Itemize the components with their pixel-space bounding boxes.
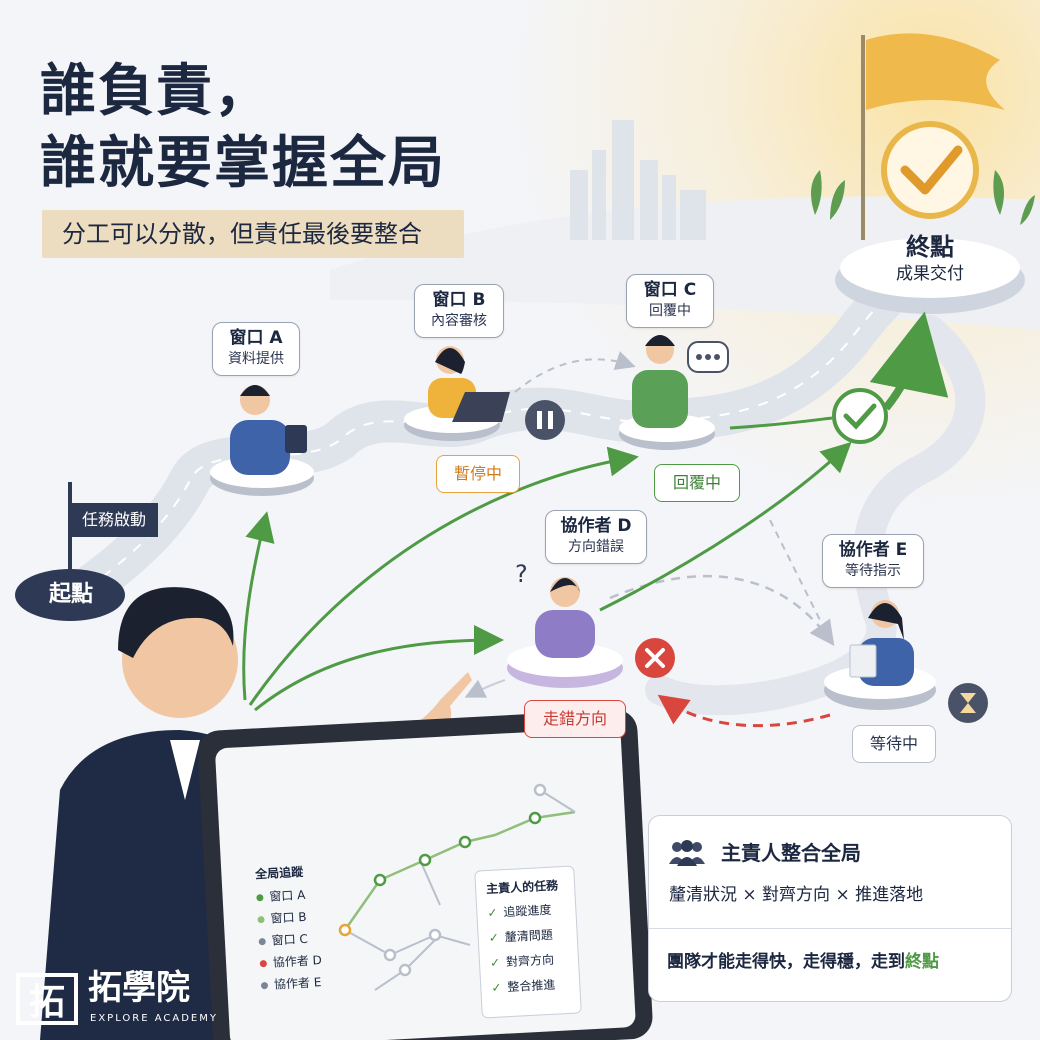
legend-dot <box>258 937 266 946</box>
collaborator-d-role: 方向錯誤 <box>568 539 624 555</box>
check-icon: ✓ <box>489 955 501 971</box>
info-panel-line: 釐清狀況 × 對齊方向 × 推進落地 <box>669 885 924 905</box>
task-label: 釐清問題 <box>504 927 554 945</box>
legend-label: 協作者 E <box>273 975 322 992</box>
bubble-window-b: 窗口 B 內容審核 <box>414 284 504 338</box>
finish-label: 終點 成果交付 <box>860 232 1000 286</box>
window-a-role: 資料提供 <box>228 351 284 367</box>
legend-dot <box>259 959 268 968</box>
plant-icon <box>811 170 1035 225</box>
status-waiting-badge: 等待中 <box>852 725 936 763</box>
collaborator-e-role: 等待指示 <box>845 563 901 579</box>
divider <box>649 928 1011 929</box>
info-panel: 主責人整合全局 釐清狀況 × 對齊方向 × 推進落地 團隊才能走得快，走得穩，走… <box>648 815 1012 1002</box>
task-label: 追蹤進度 <box>503 902 552 920</box>
window-a-name: 窗口 A <box>229 328 283 348</box>
status-paused-badge: 暫停中 <box>436 455 520 493</box>
person-d-icon <box>535 577 595 658</box>
headline-line-1: 誰負責， <box>40 59 272 124</box>
city-skyline <box>570 120 706 240</box>
info-panel-bottom-text: 團隊才能走得快，走得穩，走到 <box>667 952 905 972</box>
legend-dot <box>260 981 269 990</box>
legend-dot <box>257 916 265 924</box>
headline-line-2: 誰就要掌握全局 <box>40 131 446 196</box>
window-b-name: 窗口 B <box>432 290 486 310</box>
tablet-task-card: 主責人的任務 ✓追蹤進度 ✓釐清問題 ✓對齊方向 ✓整合推進 <box>474 865 582 1019</box>
check-icon: ✓ <box>487 905 498 921</box>
legend-label: 窗口 B <box>270 909 307 926</box>
finish-subtitle: 成果交付 <box>896 264 964 284</box>
window-c-role: 回覆中 <box>649 303 691 319</box>
collaborator-e-name: 協作者 E <box>838 540 908 560</box>
people-icon <box>667 838 707 868</box>
window-b-role: 內容審核 <box>431 313 487 329</box>
question-mark-icon: ? <box>515 560 528 588</box>
green-arrows <box>242 311 949 712</box>
legend-label: 窗口 A <box>269 887 306 904</box>
info-panel-highlight: 終點 <box>905 952 939 972</box>
info-panel-bottom: 團隊才能走得快，走得穩，走到終點 <box>667 948 939 976</box>
window-c-name: 窗口 C <box>643 280 697 300</box>
task-item: ✓ 整合推進 <box>491 972 570 1001</box>
start-flag-label: 任務啟動 <box>70 503 158 537</box>
brand-tagline: EXPLORE ACADEMY <box>90 1013 218 1024</box>
person-a-icon <box>230 385 307 475</box>
legend-label: 協作者 D <box>272 953 323 970</box>
tasks-title: 主責人的任務 <box>485 878 559 897</box>
legend-item-collaborator-e: 協作者 E <box>260 970 351 997</box>
task-label: 整合推進 <box>507 977 556 995</box>
bubble-collaborator-d: 協作者 D 方向錯誤 <box>545 510 647 564</box>
check-icon: ✓ <box>488 930 500 946</box>
status-replying-badge: 回覆中 <box>654 464 740 502</box>
legend-label: 窗口 C <box>271 931 309 948</box>
person-c-icon <box>632 335 688 428</box>
finish-title: 終點 <box>906 233 954 261</box>
hourglass-icon <box>948 683 988 723</box>
person-e-icon <box>849 600 914 686</box>
finish-flag-icon <box>866 33 1005 111</box>
bubble-collaborator-e: 協作者 E 等待指示 <box>822 534 924 588</box>
tablet-legend: 全局追蹤 窗口 A 窗口 B 窗口 C 協作者 D 協作者 E <box>255 858 352 997</box>
check-circle-icon <box>832 388 888 444</box>
error-x-icon <box>635 638 675 678</box>
person-b-icon <box>428 346 510 422</box>
pause-icon <box>525 400 565 440</box>
start-label: 起點 <box>48 582 93 607</box>
brand-name: 拓學院 <box>88 968 190 1008</box>
subtitle-banner: 分工可以分散，但責任最後要整合 <box>42 210 464 258</box>
brand-logo-mark: 拓 <box>16 973 78 1025</box>
info-panel-title: 主責人整合全局 <box>721 841 861 865</box>
check-icon: ✓ <box>490 980 502 995</box>
legend-dot <box>256 894 264 902</box>
collaborator-d-name: 協作者 D <box>560 516 632 536</box>
bubble-window-a: 窗口 A 資料提供 <box>212 322 300 376</box>
task-label: 對齊方向 <box>505 952 555 970</box>
bubble-window-c: 窗口 C 回覆中 <box>626 274 714 328</box>
status-wrong-direction-badge: 走錯方向 <box>524 700 626 738</box>
svg-text:拓: 拓 <box>29 982 65 1023</box>
chat-icon <box>687 341 729 373</box>
checkmark-badge-icon <box>881 121 979 219</box>
